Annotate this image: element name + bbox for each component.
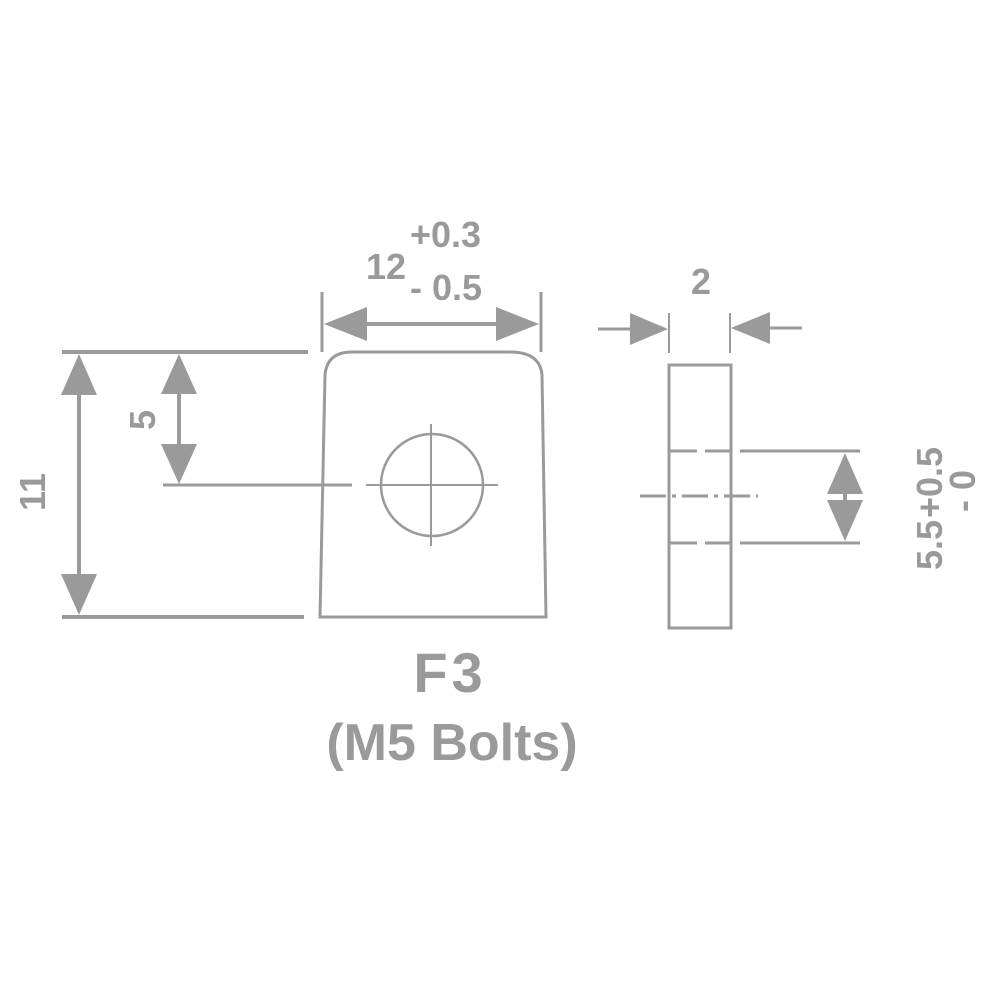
thickness-arrow-right [731, 312, 770, 344]
hole-dia-nominal-label: 5.5 [909, 520, 950, 570]
hole-dia-arrow-bottom [827, 500, 863, 541]
hole-dia-arrow-top [827, 453, 863, 494]
thickness-arrow-left [630, 313, 668, 345]
hole-center-label: 5 [122, 410, 163, 430]
width-arrow-right [496, 307, 539, 341]
terminal-front-outline [318, 350, 548, 619]
height-arrow-top [61, 354, 97, 395]
hole-center-arrow-top [161, 354, 197, 394]
hole-dia-tol-plus-label: +0.5 [909, 447, 950, 518]
terminal-title: F3 [413, 641, 486, 704]
terminal-subtitle: (M5 Bolts) [326, 714, 577, 772]
width-tol-plus-label: +0.3 [410, 214, 481, 255]
hole-dia-tol-minus-label: - 0 [942, 470, 983, 512]
height-total-label: 11 [12, 473, 53, 511]
width-nominal-label: 12 [366, 246, 406, 287]
height-arrow-bottom [61, 574, 97, 615]
hole-center-arrow-bottom [161, 444, 197, 484]
thickness-label: 2 [691, 261, 711, 302]
width-arrow-left [324, 307, 367, 341]
width-tol-minus-label: - 0.5 [410, 267, 482, 308]
